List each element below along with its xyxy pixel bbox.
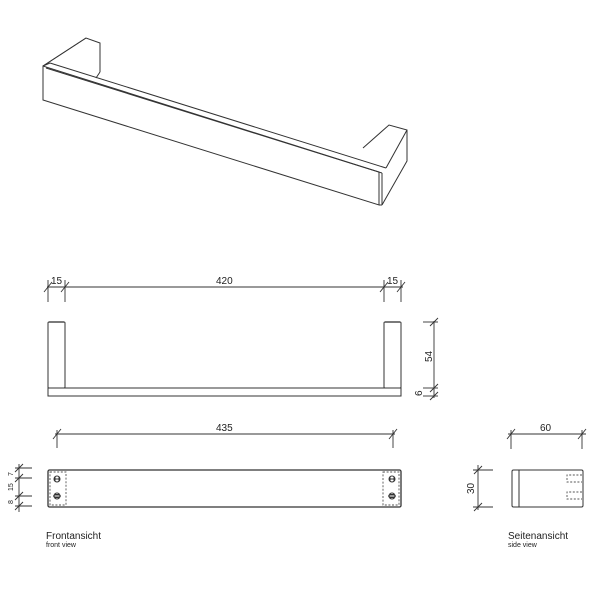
elevation-view: 15 420 15 54 6: [43, 276, 439, 401]
dim-height: 54: [424, 350, 435, 362]
dim-span: 420: [216, 276, 233, 287]
side-view: 60 30: [466, 423, 587, 512]
dim-depth: 60: [540, 423, 552, 434]
dim-right-bracket: 15: [387, 276, 399, 287]
front-view-title: Frontansicht: [46, 531, 102, 542]
dim-side-height: 30: [466, 482, 477, 494]
dim-left-bracket: 15: [51, 276, 63, 287]
dim-overall-length: 435: [216, 423, 233, 434]
front-view-caption: Frontansicht front view: [46, 531, 101, 549]
isometric-view: [42, 37, 408, 206]
front-view: 435 7 15 8: [8, 423, 402, 512]
side-view-subtitle: side view: [508, 542, 537, 549]
front-view-subtitle: front view: [46, 542, 76, 549]
dim-bar-thickness: 6: [414, 390, 425, 396]
side-view-caption: Seitenansicht side view: [508, 531, 568, 549]
dim-front-bottom: 8: [8, 500, 15, 504]
side-view-title: Seitenansicht: [508, 531, 569, 542]
dim-front-mid: 15: [8, 483, 15, 491]
dim-front-top: 7: [8, 472, 15, 476]
